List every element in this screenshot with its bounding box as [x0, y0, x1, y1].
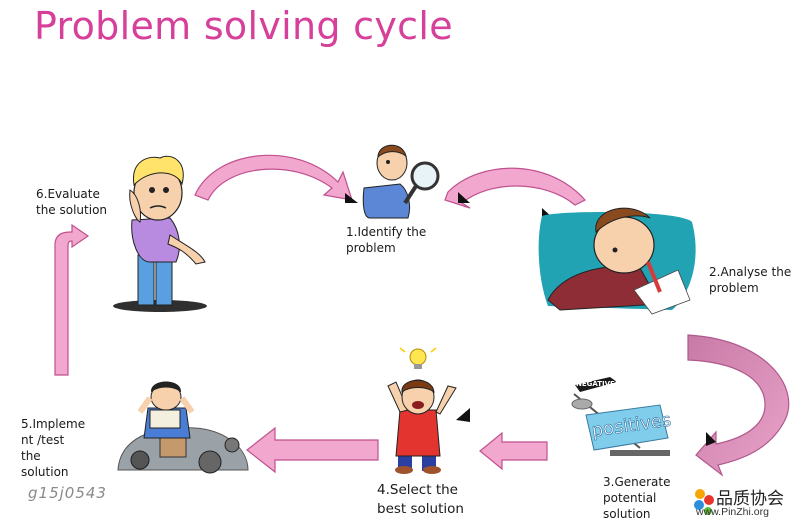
step-5-label: 5.Impleme nt /test the solution — [21, 417, 86, 479]
writing-boy-icon — [538, 207, 696, 315]
pinzhi-logo-icon — [694, 489, 714, 515]
stressed-boy-on-junk-icon — [117, 381, 249, 474]
page-title: Problem solving cycle — [34, 4, 453, 48]
step-6-label: 6.Evaluate the solution — [36, 187, 108, 217]
arrow-select-to-implement — [246, 426, 379, 474]
arrow-evaluate-to-identify — [194, 154, 353, 201]
negatives-text: NEGATIVES — [576, 380, 620, 388]
arrow-generate-to-select — [479, 431, 548, 471]
step-3-label: 3.Generate potential solution — [603, 475, 671, 521]
positives-negatives-scale-icon: NEGATIVES positives — [571, 377, 673, 456]
brand-url: www.PinZhi.org — [696, 506, 769, 518]
magnifier-boy-icon — [362, 144, 440, 219]
arrow-identify-to-analyse — [444, 167, 586, 209]
watermark: g15j0543 — [28, 484, 107, 502]
thinking-boy-icon — [113, 155, 207, 312]
step-4-label: 4.Select the best solution — [377, 482, 464, 517]
brand-badge: 品质协会 www.PinZhi.org — [688, 484, 804, 522]
arrow-analyse-to-generate — [687, 334, 790, 477]
step-2-label: 2.Analyse the problem — [709, 265, 792, 295]
step-1-label: 1.Identify the problem — [346, 225, 427, 255]
lightbulb-boy-icon — [387, 347, 457, 474]
arrow-implement-to-evaluate — [54, 223, 90, 376]
brand-name: 品质协会 — [716, 489, 784, 509]
